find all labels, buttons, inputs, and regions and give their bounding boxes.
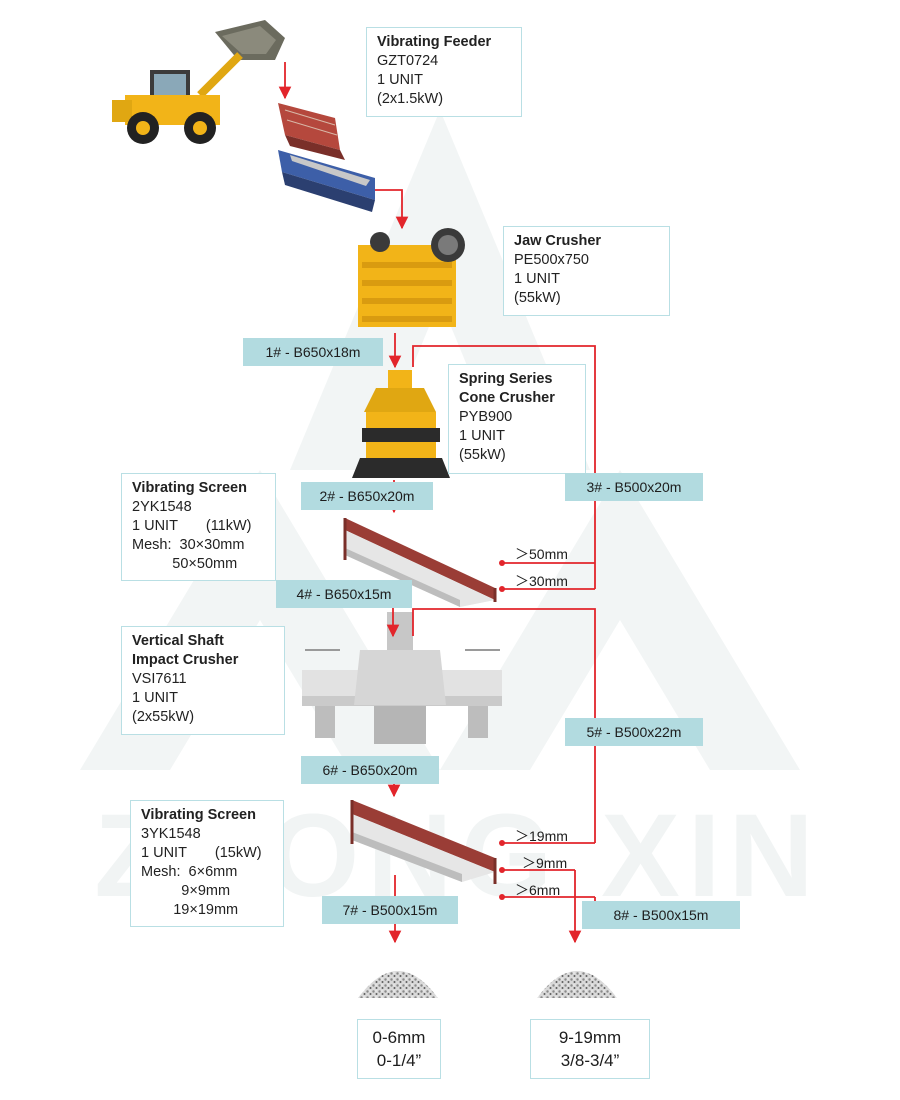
equipment-model: GZT0724 [377,53,439,69]
equipment-units: 1 UNIT [514,271,560,287]
equipment-title: Vibrating Screen [132,480,247,496]
screen2-oversize-label: ＞19mm [515,828,568,844]
product-size-metric: 0-6mm [372,1028,426,1047]
equipment-title: Vibrating Screen [141,807,256,823]
belt-label-3: 3# - B500x20m [565,473,703,501]
screen2-midsize-label: ＞9mm [522,855,568,871]
equipment-units: 1 UNIT (11kW) [132,518,252,534]
belt-label-5: 5# - B500x22m [565,718,703,746]
vsi-crusher-info: Vertical Shaft Impact Crusher VSI7611 1 … [121,626,285,735]
equipment-mesh: 19×19mm [141,902,239,918]
equipment-title: Cone Crusher [459,390,555,406]
equipment-model: 2YK1548 [132,499,192,515]
vibrating-screen-1-info: Vibrating Screen 2YK1548 1 UNIT (11kW) M… [121,473,276,581]
equipment-model: PE500x750 [514,252,589,268]
belt-label-2: 2# - B650x20m [301,482,433,510]
wheel-loader-icon [112,20,285,144]
jaw-crusher-icon [358,228,465,327]
vibrating-feeder-icon [278,150,375,212]
belt-label-8: 8# - B500x15m [582,901,740,929]
vibrating-screen-icon [350,800,497,884]
belt-label-6: 6# - B650x20m [301,756,439,784]
stone-pile-icon [537,971,617,998]
product-box-coarse: 9-19mm 3/8-3/4” [530,1019,650,1079]
vibrating-screen-icon [343,518,497,607]
equipment-title: Impact Crusher [132,652,239,668]
equipment-units: 1 UNIT [377,72,423,88]
material-flow-lines [278,62,596,944]
belt-label-4: 4# - B650x15m [276,580,412,608]
hopper-icon [278,103,345,160]
equipment-mesh: 50×50mm [132,556,238,572]
vibrating-screen-2-info: Vibrating Screen 3YK1548 1 UNIT (15kW) M… [130,800,284,927]
product-size-metric: 9-19mm [558,1028,622,1047]
screen1-midsize-label: ＞30mm [515,573,568,589]
product-size-imperial: 3/8-3/4” [560,1051,620,1070]
equipment-title: Spring Series [459,371,553,387]
cone-crusher-info: Spring Series Cone Crusher PYB900 1 UNIT… [448,364,586,474]
equipment-model: PYB900 [459,409,513,425]
cone-crusher-icon [352,370,450,478]
equipment-units: 1 UNIT [459,428,505,444]
stone-pile-icon [358,971,438,998]
equipment-power: (2x1.5kW) [377,91,444,107]
screen-output-dots [499,560,505,900]
vibrating-feeder-info: Vibrating Feeder GZT0724 1 UNIT (2x1.5kW… [366,27,522,117]
equipment-title: Jaw Crusher [514,233,602,249]
vsi-crusher-icon [302,612,502,744]
equipment-units: 1 UNIT [132,690,178,706]
equipment-title: Vertical Shaft [132,633,224,649]
equipment-power: (55kW) [459,447,506,463]
equipment-power: (55kW) [514,290,561,306]
equipment-power: (2x55kW) [132,709,195,725]
belt-label-7: 7# - B500x15m [322,896,458,924]
equipment-model: VSI7611 [132,671,187,687]
equipment-units: 1 UNIT (15kW) [141,845,262,861]
equipment-mesh: 9×9mm [141,883,231,899]
screen1-oversize-label: ＞50mm [515,546,568,562]
product-box-fine: 0-6mm 0-1/4” [357,1019,441,1079]
jaw-crusher-info: Jaw Crusher PE500x750 1 UNIT (55kW) [503,226,670,316]
equipment-title: Vibrating Feeder [377,34,492,50]
equipment-mesh: Mesh: 6×6mm [141,864,238,880]
equipment-model: 3YK1548 [141,826,201,842]
belt-label-1: 1# - B650x18m [243,338,383,366]
screen2-undersize-label: ＞6mm [515,882,561,898]
product-size-imperial: 0-1/4” [376,1051,422,1070]
equipment-mesh: Mesh: 30×30mm [132,537,245,553]
